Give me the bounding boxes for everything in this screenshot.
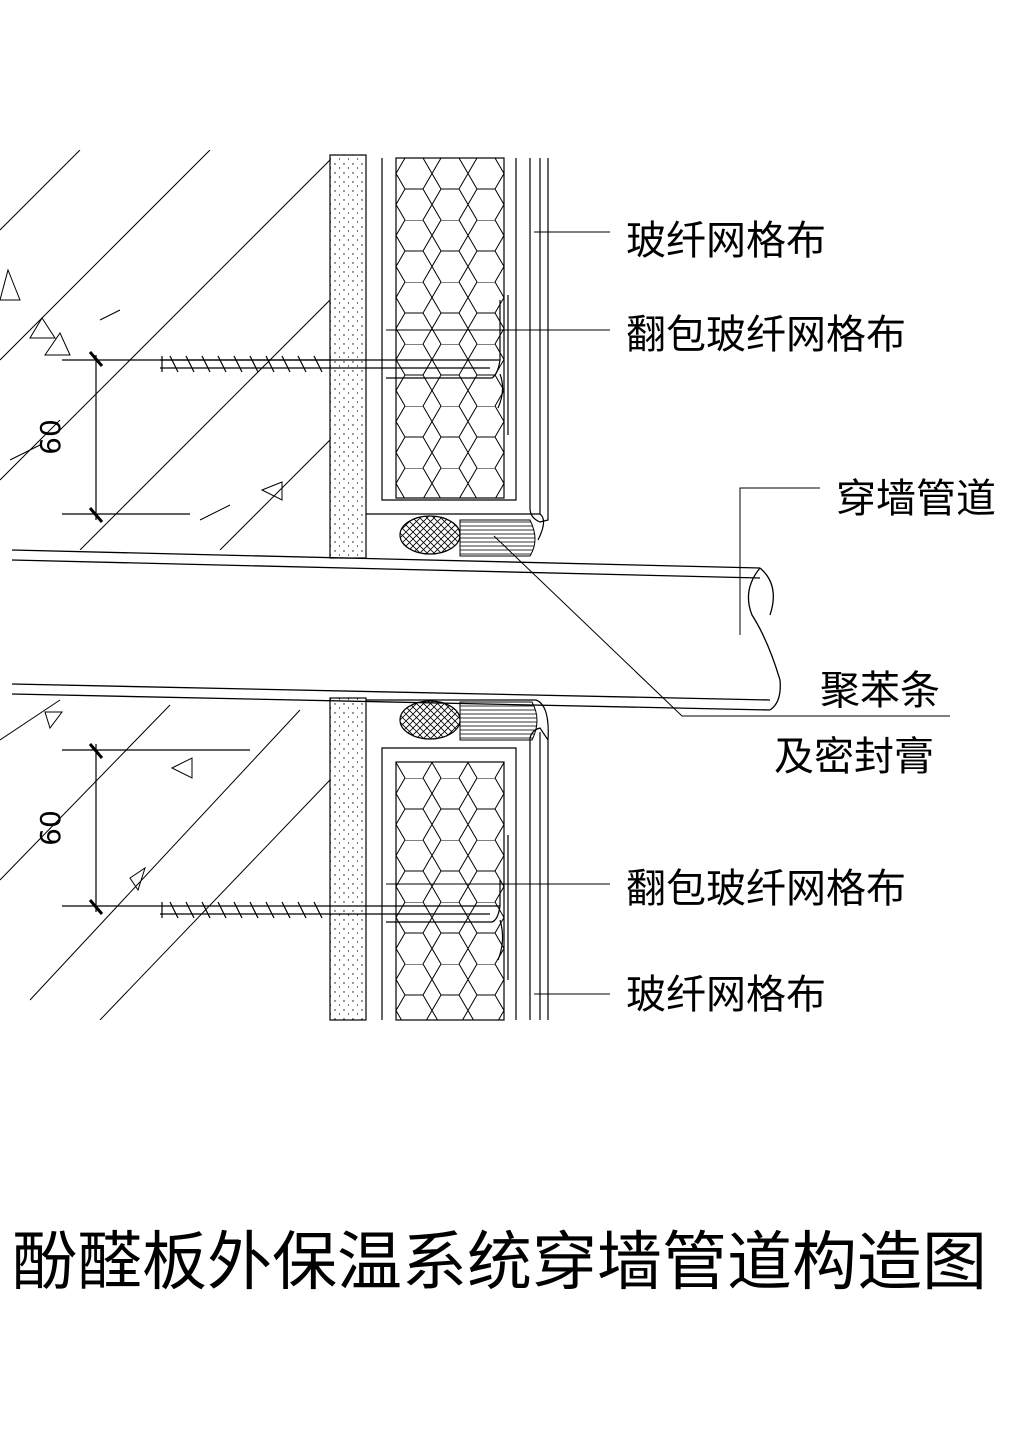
- drawing-title: 酚醛板外保温系统穿墙管道构造图: [12, 1226, 987, 1300]
- dimension-upper: [62, 351, 330, 523]
- label-polystyrene-strip: 聚苯条: [820, 668, 940, 714]
- label-sealant: 及密封膏: [774, 734, 934, 780]
- dimension-upper-value: 60: [34, 419, 67, 455]
- anchor-lower: [160, 835, 509, 980]
- dimension-lower: [62, 743, 250, 915]
- phenolic-insulation-board: [381, 157, 517, 1021]
- label-fiberglass-mesh-lower: 玻纤网格布: [626, 972, 826, 1018]
- label-fiberglass-mesh-upper: 玻纤网格布: [626, 218, 826, 264]
- sealant: [459, 519, 538, 741]
- polystyrene-strip: [399, 515, 461, 740]
- leader-lines: [386, 231, 950, 995]
- concrete-wall-lower: [0, 699, 330, 1020]
- label-wrapped-mesh-lower: 翻包玻纤网格布: [626, 866, 906, 912]
- wall-pipe: [11, 549, 781, 711]
- dimension-lower-value: 60: [34, 810, 67, 846]
- label-wall-pipe: 穿墙管道: [836, 476, 996, 522]
- mortar-layer: [329, 154, 367, 1021]
- label-wrapped-mesh-upper: 翻包玻纤网格布: [626, 312, 906, 358]
- concrete-wall-upper: [0, 150, 330, 550]
